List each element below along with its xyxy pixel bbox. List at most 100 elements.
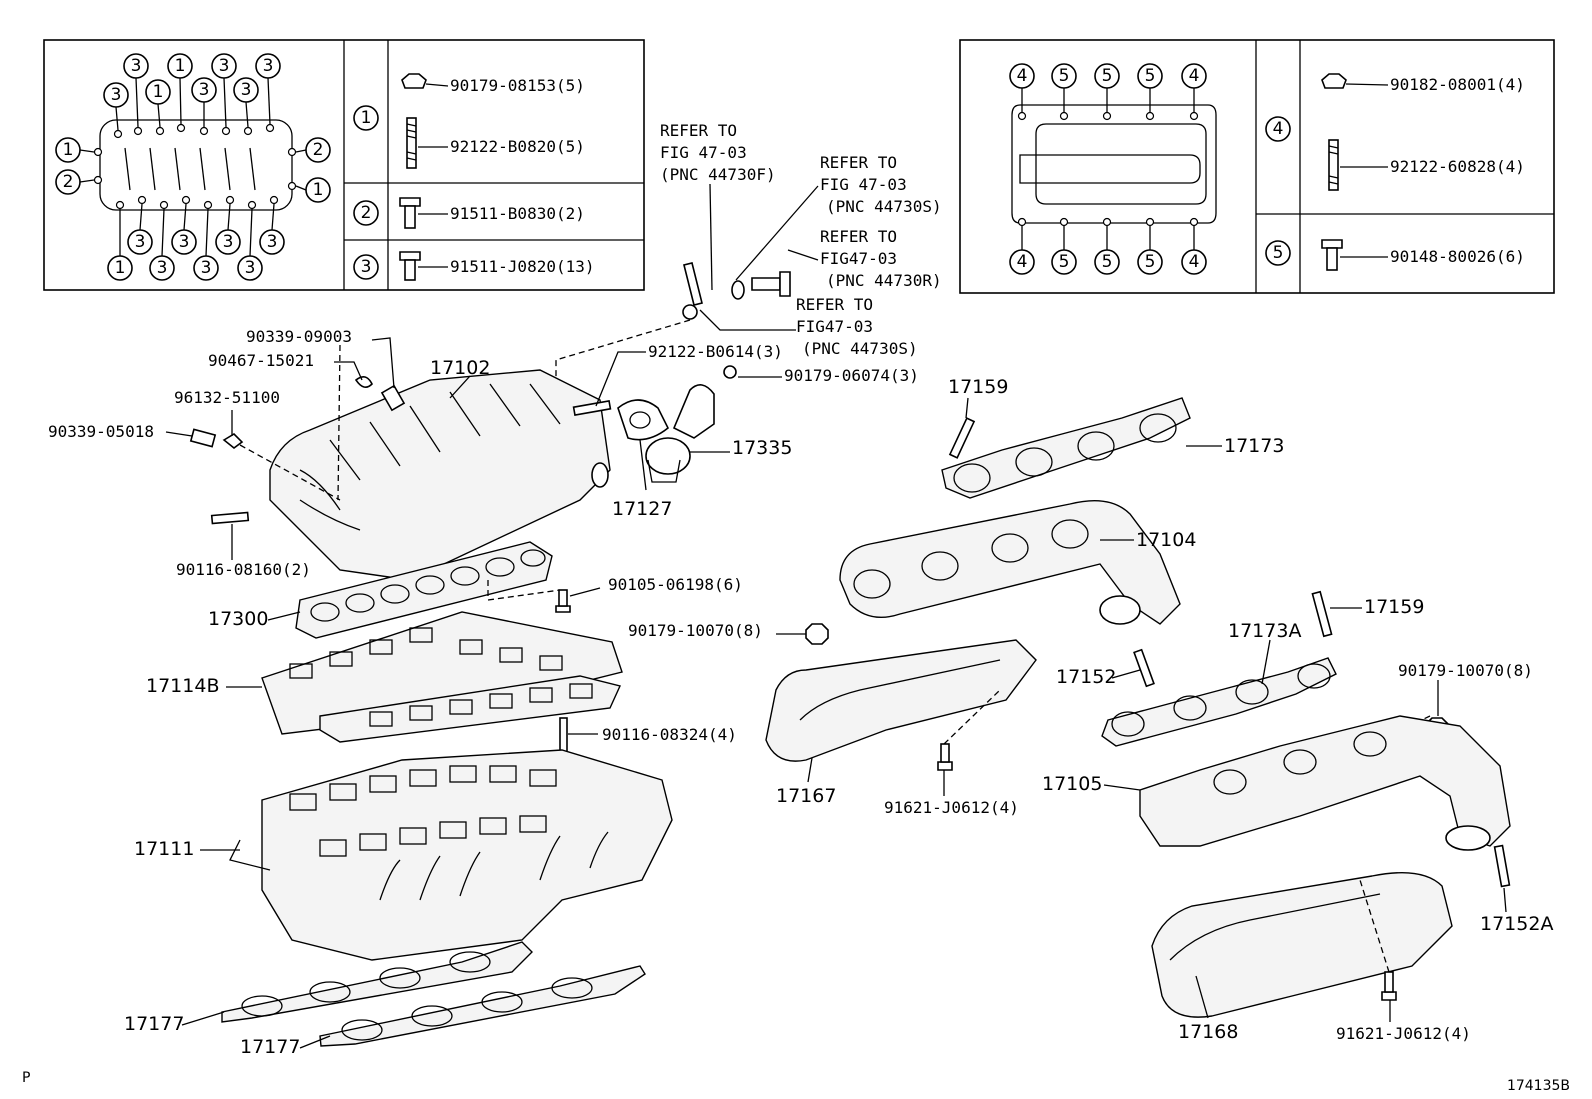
- label-17114B: 17114B: [146, 675, 219, 697]
- label-17111: 17111: [134, 838, 194, 860]
- pcv-pipe-icon: [555, 262, 791, 412]
- label-17152A: 17152A: [1480, 913, 1553, 935]
- gasket-17173A: [1101, 657, 1337, 747]
- part-number: 91511-J0820(13): [450, 257, 595, 276]
- svg-text:3: 3: [131, 56, 142, 76]
- svg-text:FIG47-03: FIG47-03: [820, 249, 897, 268]
- stud-17159-lower: [1311, 590, 1333, 638]
- gasket-17114B: [261, 611, 623, 743]
- label-90339-09003: 90339-09003: [246, 327, 352, 346]
- svg-text:5: 5: [1102, 252, 1113, 272]
- label-17102: 17102: [430, 357, 490, 379]
- label-17104: 17104: [1136, 529, 1196, 551]
- callout-labels: 90339-09003 90467-15021 96132-51100 9033…: [48, 327, 1553, 1058]
- svg-text:3: 3: [201, 258, 212, 278]
- label-17152: 17152: [1056, 666, 1116, 688]
- svg-text:REFER TO: REFER TO: [820, 153, 897, 172]
- label-17177-a: 17177: [124, 1013, 184, 1035]
- svg-text:4: 4: [1017, 66, 1028, 86]
- part-number: 90179-08153(5): [450, 76, 585, 95]
- svg-text:(PNC 44730F): (PNC 44730F): [660, 165, 776, 184]
- label-90116-08324: 90116-08324(4): [602, 725, 737, 744]
- row-num-1: 1: [361, 108, 372, 128]
- stud-icon: [406, 117, 448, 169]
- label-17173A: 17173A: [1228, 620, 1301, 642]
- bolt-91621-left: [1359, 879, 1397, 1001]
- flange-bolt-icon: [1321, 239, 1388, 271]
- figure-id: 174135B: [1507, 1078, 1570, 1094]
- label-17159-b: 17159: [1364, 596, 1424, 618]
- stud-17152A: [1493, 844, 1511, 888]
- svg-text:3: 3: [199, 80, 210, 100]
- part-number: 90182-08001(4): [1390, 75, 1525, 94]
- stud-icon: [1328, 139, 1388, 191]
- part-number: 90148-80026(6): [1390, 247, 1525, 266]
- intake-manifold-lower: [229, 749, 673, 961]
- part-number: 91511-B0830(2): [450, 204, 585, 223]
- svg-text:(PNC 44730R): (PNC 44730R): [826, 271, 942, 290]
- label-17300: 17300: [208, 608, 268, 630]
- label-17105: 17105: [1042, 773, 1102, 795]
- svg-text:5: 5: [1059, 66, 1070, 86]
- label-90116-08160: 90116-08160(2): [176, 560, 311, 579]
- label-90179-10070-right: 90179-10070(8): [1398, 661, 1533, 680]
- label-90467-15021: 90467-15021: [208, 351, 314, 370]
- stud-17152: [1133, 648, 1155, 688]
- svg-text:FIG 47-03: FIG 47-03: [820, 175, 907, 194]
- row-num-5: 5: [1273, 243, 1284, 263]
- label-17159-a: 17159: [948, 376, 1008, 398]
- svg-text:1: 1: [63, 140, 74, 160]
- part-number: 92122-60828(4): [1390, 157, 1525, 176]
- stud-17159-upper: [948, 417, 976, 459]
- gasket-17177-lower: [319, 965, 646, 1047]
- svg-text:2: 2: [313, 140, 324, 160]
- heat-insulator-17167: [765, 639, 1037, 762]
- egr-valve: [617, 365, 737, 483]
- svg-text:3: 3: [111, 85, 122, 105]
- svg-text:4: 4: [1189, 66, 1200, 86]
- svg-text:3: 3: [179, 232, 190, 252]
- refer-note-44730F: REFER TO FIG 47-03 (PNC 44730F): [660, 121, 776, 291]
- flange-bolt-icon: [399, 197, 448, 229]
- nut-icon: [401, 73, 449, 89]
- label-92122-B0614: 92122-B0614(3): [648, 342, 783, 361]
- nut-icon: [1321, 73, 1389, 89]
- small-fittings: [189, 344, 612, 525]
- gasket-17173: [941, 397, 1191, 499]
- svg-text:1: 1: [175, 56, 186, 76]
- part-number: 92122-B0820(5): [450, 137, 585, 156]
- svg-text:REFER TO: REFER TO: [796, 295, 873, 314]
- exhaust-manifold-17105: [1139, 715, 1511, 851]
- row-num-2: 2: [361, 203, 372, 223]
- svg-text:5: 5: [1145, 252, 1156, 272]
- svg-text:3: 3: [157, 258, 168, 278]
- svg-text:5: 5: [1102, 66, 1113, 86]
- svg-text:1: 1: [313, 180, 324, 200]
- svg-text:(PNC 44730S): (PNC 44730S): [802, 339, 918, 358]
- refer-note-44730R: REFER TO FIG47-03 (PNC 44730R): [787, 227, 942, 290]
- svg-text:REFER TO: REFER TO: [820, 227, 897, 246]
- bolt-91621-right: [937, 689, 1001, 771]
- svg-text:4: 4: [1017, 252, 1028, 272]
- label-90339-05018: 90339-05018: [48, 422, 154, 441]
- label-90179-10070-left: 90179-10070(8): [628, 621, 763, 640]
- svg-text:5: 5: [1145, 66, 1156, 86]
- gasket-17300: [295, 541, 561, 639]
- svg-text:REFER TO: REFER TO: [660, 121, 737, 140]
- svg-text:3: 3: [241, 80, 252, 100]
- label-91621-J0612-b: 91621-J0612(4): [1336, 1024, 1471, 1043]
- svg-text:FIG 47-03: FIG 47-03: [660, 143, 747, 162]
- bolt-90105: [555, 587, 601, 613]
- label-90105-06198: 90105-06198(6): [608, 575, 743, 594]
- label-17335: 17335: [732, 437, 792, 459]
- intake-manifold-upper: [269, 369, 611, 581]
- svg-text:3: 3: [267, 232, 278, 252]
- row-num-4: 4: [1273, 119, 1284, 139]
- refer-note-44730S-upper: REFER TO FIG 47-03 (PNC 44730S): [735, 153, 942, 281]
- gasket-17177-upper: [221, 941, 533, 1023]
